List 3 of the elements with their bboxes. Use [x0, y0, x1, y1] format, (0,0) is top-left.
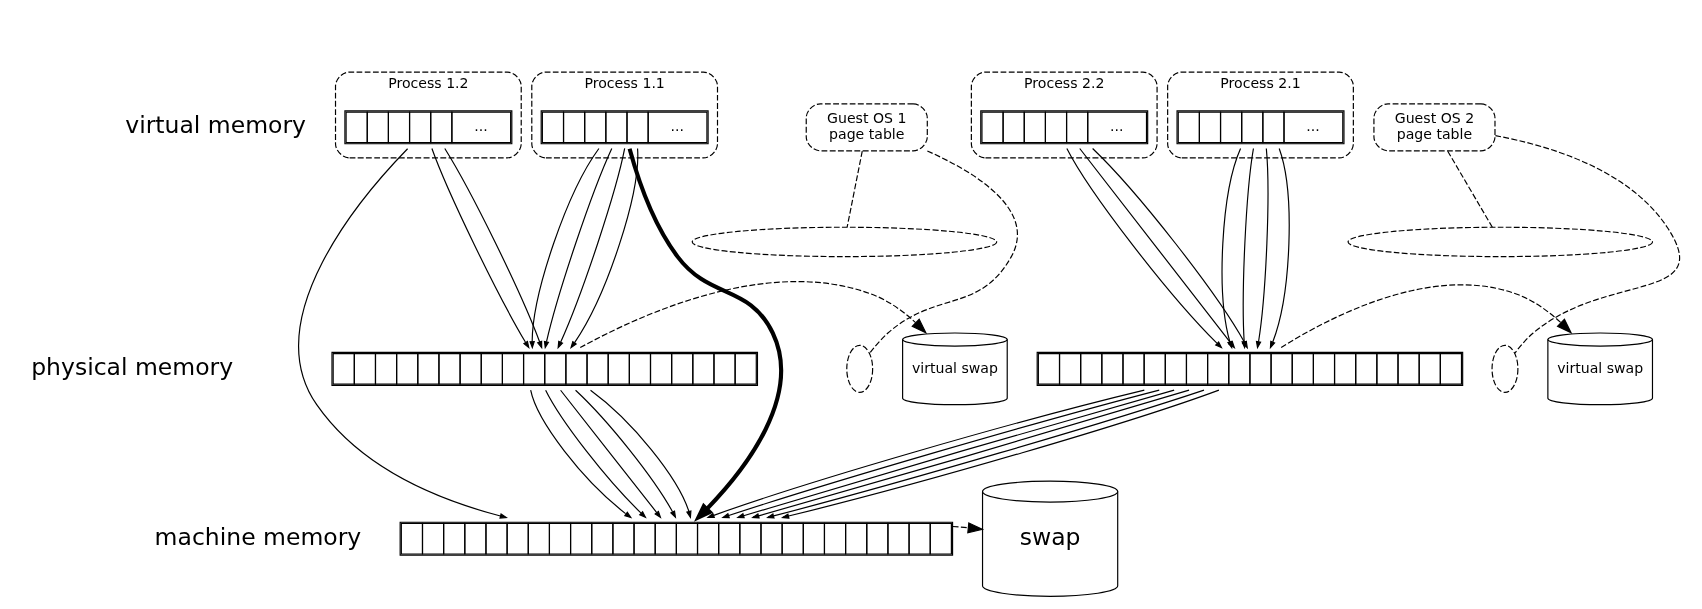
label: virtual memory: [125, 111, 307, 140]
label: physical memory: [31, 352, 234, 381]
label: machine memory: [154, 522, 362, 551]
